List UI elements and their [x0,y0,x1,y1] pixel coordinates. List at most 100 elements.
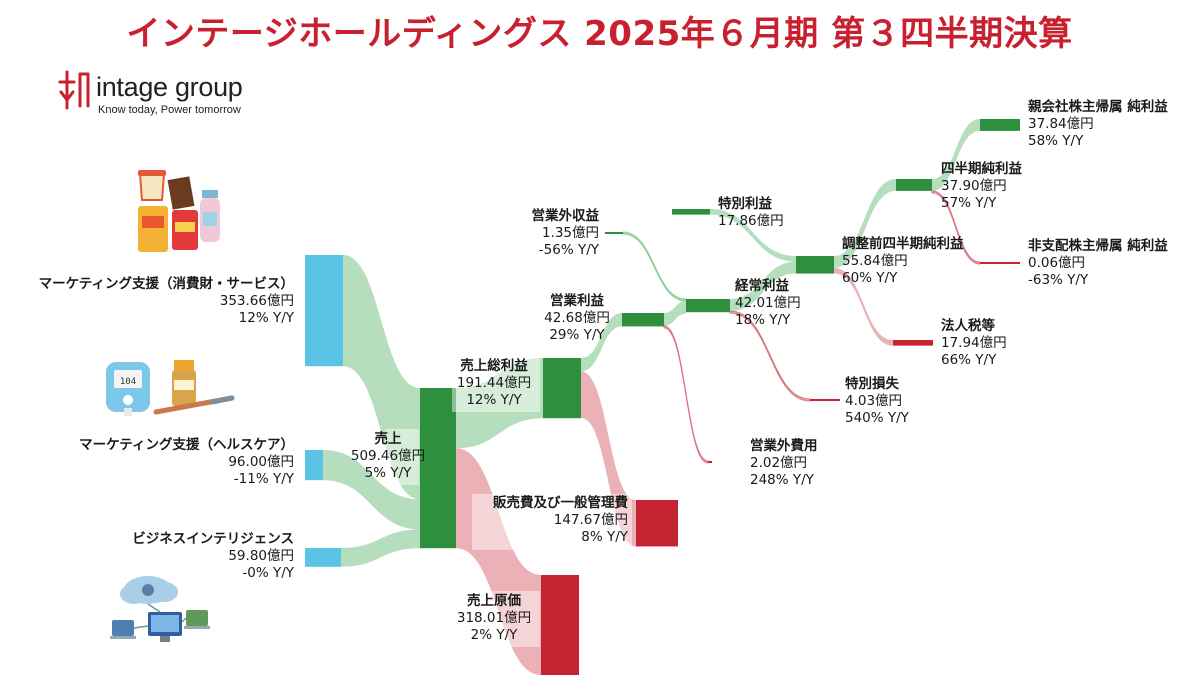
label-cogs: 売上原価 318.01億円 2% Y/Y [448,593,540,644]
node-yoy: -56% Y/Y [538,242,599,258]
sankey-link-mkt_consumer-to-revenue [343,255,420,500]
node-label: マーケティング支援（消費財・サービス） [38,276,294,292]
sankey-node-special-gain [672,209,710,215]
label-special-gain: 特別利益 17.86億円 [718,196,784,230]
label-income-tax: 法人税等 17.94億円 66% Y/Y [941,318,1007,369]
sankey-node-mkt-consumer [305,255,343,367]
node-value: 55.84億円 [842,253,908,269]
business-intelligence-illustration [110,576,210,642]
label-ordinary-profit: 経常利益 42.01億円 18% Y/Y [735,278,801,329]
label-net-profit: 四半期純利益 37.90億円 57% Y/Y [941,161,1022,212]
sankey-link-special_gain-to-pretax_profit [710,209,796,262]
label-non-op-expense: 営業外費用 2.02億円 248% Y/Y [750,438,818,489]
node-label: 親会社株主帰属 純利益 [1028,99,1168,115]
sankey-node-op-profit [622,313,664,327]
node-label: 調整前四半期純利益 [842,236,964,252]
sankey-node-gross-profit [543,358,581,419]
node-yoy: 29% Y/Y [549,327,605,343]
intage-logo-mark-icon [58,70,90,110]
sankey-links [323,119,981,676]
node-yoy: 18% Y/Y [735,312,791,328]
label-gross-profit: 売上総利益 191.44億円 12% Y/Y [448,358,540,409]
label-revenue: 売上 509.46億円 5% Y/Y [338,431,438,482]
node-value: 37.90億円 [941,178,1007,194]
node-yoy: 2% Y/Y [470,627,518,643]
label-backdrop-1 [452,356,540,412]
sankey-link-pretax_profit-to-income_tax [834,267,893,346]
node-value: 42.68億円 [544,310,610,326]
page-title: インテージホールディングス 2025年６月期 第３四半期決算 [126,14,1073,54]
node-yoy: -63% Y/Y [1028,272,1089,288]
node-yoy: 12% Y/Y [466,392,522,408]
sankey-link-net_profit-to-parent_net [932,119,980,191]
sankey-link-revenue-to-cogs [456,448,541,676]
sankey-node-mkt-health [305,450,323,481]
node-label: 売上原価 [467,593,521,609]
sankey-node-noncontrolling-net [980,262,1020,264]
logo-name: intage group [96,72,243,102]
sankey-link-non_op_income-to-ordinary_profit [622,231,687,302]
sankey-link-pretax_profit-to-net_profit [834,179,896,268]
label-special-loss: 特別損失 4.03億円 540% Y/Y [845,376,909,427]
sankey-node-pretax-profit [796,256,834,274]
node-yoy: -0% Y/Y [242,565,294,581]
node-label: 法人税等 [941,318,995,334]
sankey-link-op_profit-to-ordinary_profit [664,301,686,326]
node-value: 0.06億円 [1028,255,1086,271]
node-value: 509.46億円 [350,448,426,464]
label-noncontrolling-net: 非支配株主帰属 純利益 0.06億円 -63% Y/Y [1028,238,1168,289]
node-value: 2.02億円 [750,455,808,471]
sankey-link-mkt_health-to-revenue [323,450,420,530]
label-pretax-profit: 調整前四半期純利益 55.84億円 60% Y/Y [842,236,964,287]
sankey-link-revenue-to-gross_profit [456,358,543,449]
sankey-node-net-profit [896,179,932,191]
node-yoy: 60% Y/Y [842,270,898,286]
node-yoy: 57% Y/Y [941,195,997,211]
sankey-node-cogs [541,575,579,676]
node-yoy: 540% Y/Y [845,410,909,426]
sankey-link-gross_profit-to-op_profit [581,313,622,372]
node-value: 42.01億円 [735,295,801,311]
label-non-op-income: 営業外収益 1.35億円 -56% Y/Y [532,208,600,259]
node-value: 353.66億円 [219,293,294,309]
node-label: 経常利益 [735,278,789,294]
svg-text:104: 104 [120,377,136,387]
node-yoy: 66% Y/Y [941,352,997,368]
sankey-node-revenue [420,388,456,549]
label-mkt-health: マーケティング支援（ヘルスケア） 96.00億円 -11% Y/Y [79,437,294,488]
label-backdrop-2 [472,494,632,550]
node-value: 1.35億円 [541,225,599,241]
node-label: 売上 [374,431,402,447]
sankey-node-special-loss [810,399,840,401]
healthcare-illustration: 104 [106,360,235,416]
label-sga: 販売費及び一般管理費 147.67億円 8% Y/Y [493,495,628,546]
node-yoy: 248% Y/Y [750,472,814,488]
node-value: 96.00億円 [228,454,294,470]
label-backdrop-0 [385,429,419,485]
node-label: 四半期純利益 [941,161,1022,177]
node-value: 4.03億円 [845,393,903,409]
label-op-profit: 営業利益 42.68億円 29% Y/Y [534,293,620,344]
node-label: 販売費及び一般管理費 [493,495,628,511]
sankey-link-gross_profit-to-sga [581,371,636,547]
sankey-node-income-tax [893,340,933,346]
node-yoy: 8% Y/Y [581,529,628,545]
label-bi: ビジネスインテリジェンス 59.80億円 -0% Y/Y [132,531,294,582]
label-mkt-consumer: マーケティング支援（消費財・サービス） 353.66億円 12% Y/Y [39,276,294,327]
node-label: ビジネスインテリジェンス [132,531,294,547]
sankey-node-bi [305,548,341,567]
node-value: 318.01億円 [456,610,532,626]
node-yoy: 5% Y/Y [364,465,412,481]
sankey-node-non-op-income [605,232,623,234]
sankey-node-non-op-expense [708,461,712,463]
node-value: 17.86億円 [718,213,784,229]
sankey-node-ordinary-profit [686,299,730,313]
node-label: 非支配株主帰属 純利益 [1028,238,1168,254]
node-label: マーケティング支援（ヘルスケア） [79,437,294,453]
sankey-node-sga [636,500,678,547]
consumer-goods-illustration [138,170,220,252]
node-label: 特別利益 [718,196,772,212]
node-label: 営業外収益 [531,208,600,224]
label-parent-net: 親会社株主帰属 純利益 37.84億円 58% Y/Y [1028,99,1168,150]
